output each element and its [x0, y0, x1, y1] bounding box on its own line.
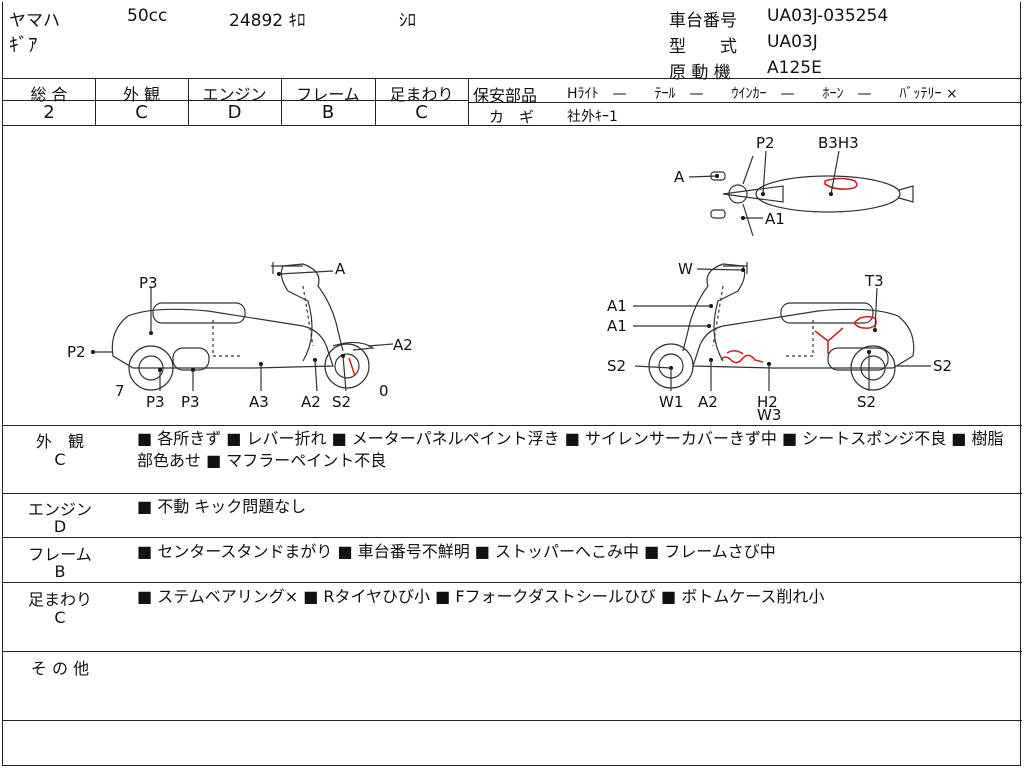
left-label-P3-top: P3 [139, 274, 158, 292]
right-label-A2: A2 [698, 393, 718, 411]
right-label-S2-bottom: S2 [857, 393, 876, 411]
section-frame-text: ■ センタースタンドまがり ■ 車台番号不鮮明 ■ ストッパーへこみ中 ■ フレ… [137, 542, 776, 561]
key-label: カ ギ [489, 108, 535, 126]
left-label-0: 0 [379, 382, 389, 400]
grade-overall: 2 [43, 102, 55, 123]
right-label-S2-right: S2 [933, 357, 952, 375]
top-view-scooter [688, 150, 914, 237]
section-suspension-label: 足まわり [27, 590, 92, 609]
type-value: UA03J [767, 32, 818, 52]
section-engine-label: エンジン [27, 500, 92, 519]
section-engine-grade: D [53, 517, 67, 536]
section-exterior-text: ■ 各所きず ■ レバー折れ ■ メーターパネルペイント浮き ■ サイレンサーカ… [137, 429, 1004, 470]
grade-engine: D [227, 102, 242, 123]
section-frame-grade: B [54, 562, 66, 581]
maker: ヤマハ [9, 11, 60, 31]
grade-frame: B [321, 102, 335, 123]
left-label-A2-right: A2 [393, 336, 413, 354]
top-label-A1: A1 [765, 210, 785, 228]
left-label-7: 7 [115, 382, 125, 400]
right-label-W3: W3 [757, 406, 781, 424]
section-suspension-text: ■ ステムベアリング× ■ Rタイヤひび小 ■ Fフォークダストシールひび ■ … [137, 587, 825, 606]
right-label-W1: W1 [659, 393, 683, 411]
section-other-label: そ の 他 [30, 659, 90, 678]
grade-exterior: C [135, 102, 148, 123]
grade-header-frame: フレーム [296, 85, 360, 104]
left-label-P3-b: P3 [181, 393, 200, 411]
top-label-B3H3: B3H3 [818, 134, 859, 152]
right-side-scooter [633, 262, 931, 391]
frame-no: UA03J-035254 [767, 6, 889, 26]
color: ｼﾛ [399, 11, 416, 31]
section-frame-label: フレーム [28, 545, 92, 564]
left-side-scooter [91, 262, 394, 392]
grade-header-suspension: 足まわり [389, 85, 454, 104]
right-label-A1-a: A1 [607, 297, 627, 315]
grade-header-overall: 総 合 [30, 85, 68, 104]
left-label-A2: A2 [301, 393, 321, 411]
left-label-A: A [335, 260, 346, 278]
grade-suspension: C [415, 102, 428, 123]
engine-value: A125E [767, 58, 822, 78]
key-value: 社外ｷｰ1 [567, 109, 618, 125]
top-label-A: A [674, 168, 685, 186]
model-name: ｷﾞｱ [9, 34, 38, 56]
safety-label: 保安部品 [473, 86, 538, 105]
left-label-P2: P2 [67, 343, 86, 361]
section-engine-text: ■ 不動 キック問題なし [137, 497, 307, 516]
left-label-A3: A3 [249, 393, 269, 411]
top-label-P2: P2 [756, 134, 775, 152]
right-label-W: W [678, 260, 693, 278]
right-label-A1-b: A1 [607, 317, 627, 335]
right-label-H2: H2 [757, 393, 778, 411]
left-label-S2: S2 [332, 393, 351, 411]
frame-no-label: 車台番号 [669, 11, 737, 31]
left-label-P3-a: P3 [146, 393, 165, 411]
displacement: 50cc [127, 6, 168, 26]
section-suspension-grade: C [54, 608, 66, 627]
right-label-S2-left: S2 [607, 357, 626, 375]
damage-diagram: A P3 P2 A2 7 0 P3 P3 A3 A2 S2 P2 B3H3 A [67, 134, 952, 424]
section-exterior-grade: C [54, 450, 66, 469]
grade-header-exterior: 外 観 [122, 85, 161, 104]
section-exterior-label: 外 観 [35, 432, 84, 451]
grade-header-engine: エンジン [202, 85, 267, 104]
mileage: 24892 ｷﾛ [229, 11, 306, 31]
engine-label: 原 動 機 [669, 63, 731, 83]
safety-items: Hﾗｲﾄ — ﾃｰﾙ — ｳｲﾝｶｰ — ﾎｰﾝ — ﾊﾞｯﾃﾘｰ × [567, 86, 958, 102]
right-label-T3: T3 [864, 272, 884, 290]
type-label: 型 式 [669, 37, 737, 57]
